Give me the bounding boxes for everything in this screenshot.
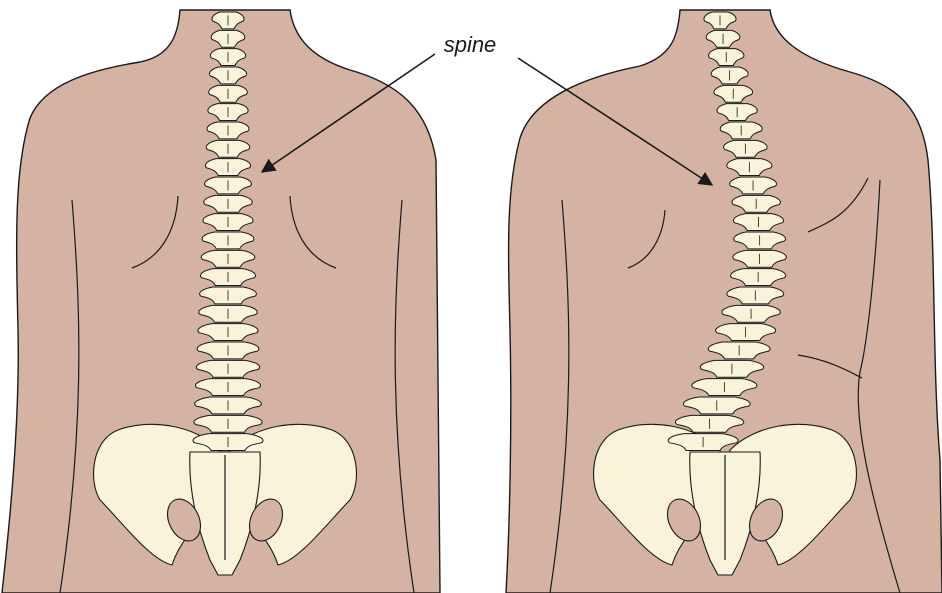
spine-label: spine [444,32,497,57]
curved-back-figure [506,10,942,593]
normal-back-figure [2,10,440,593]
